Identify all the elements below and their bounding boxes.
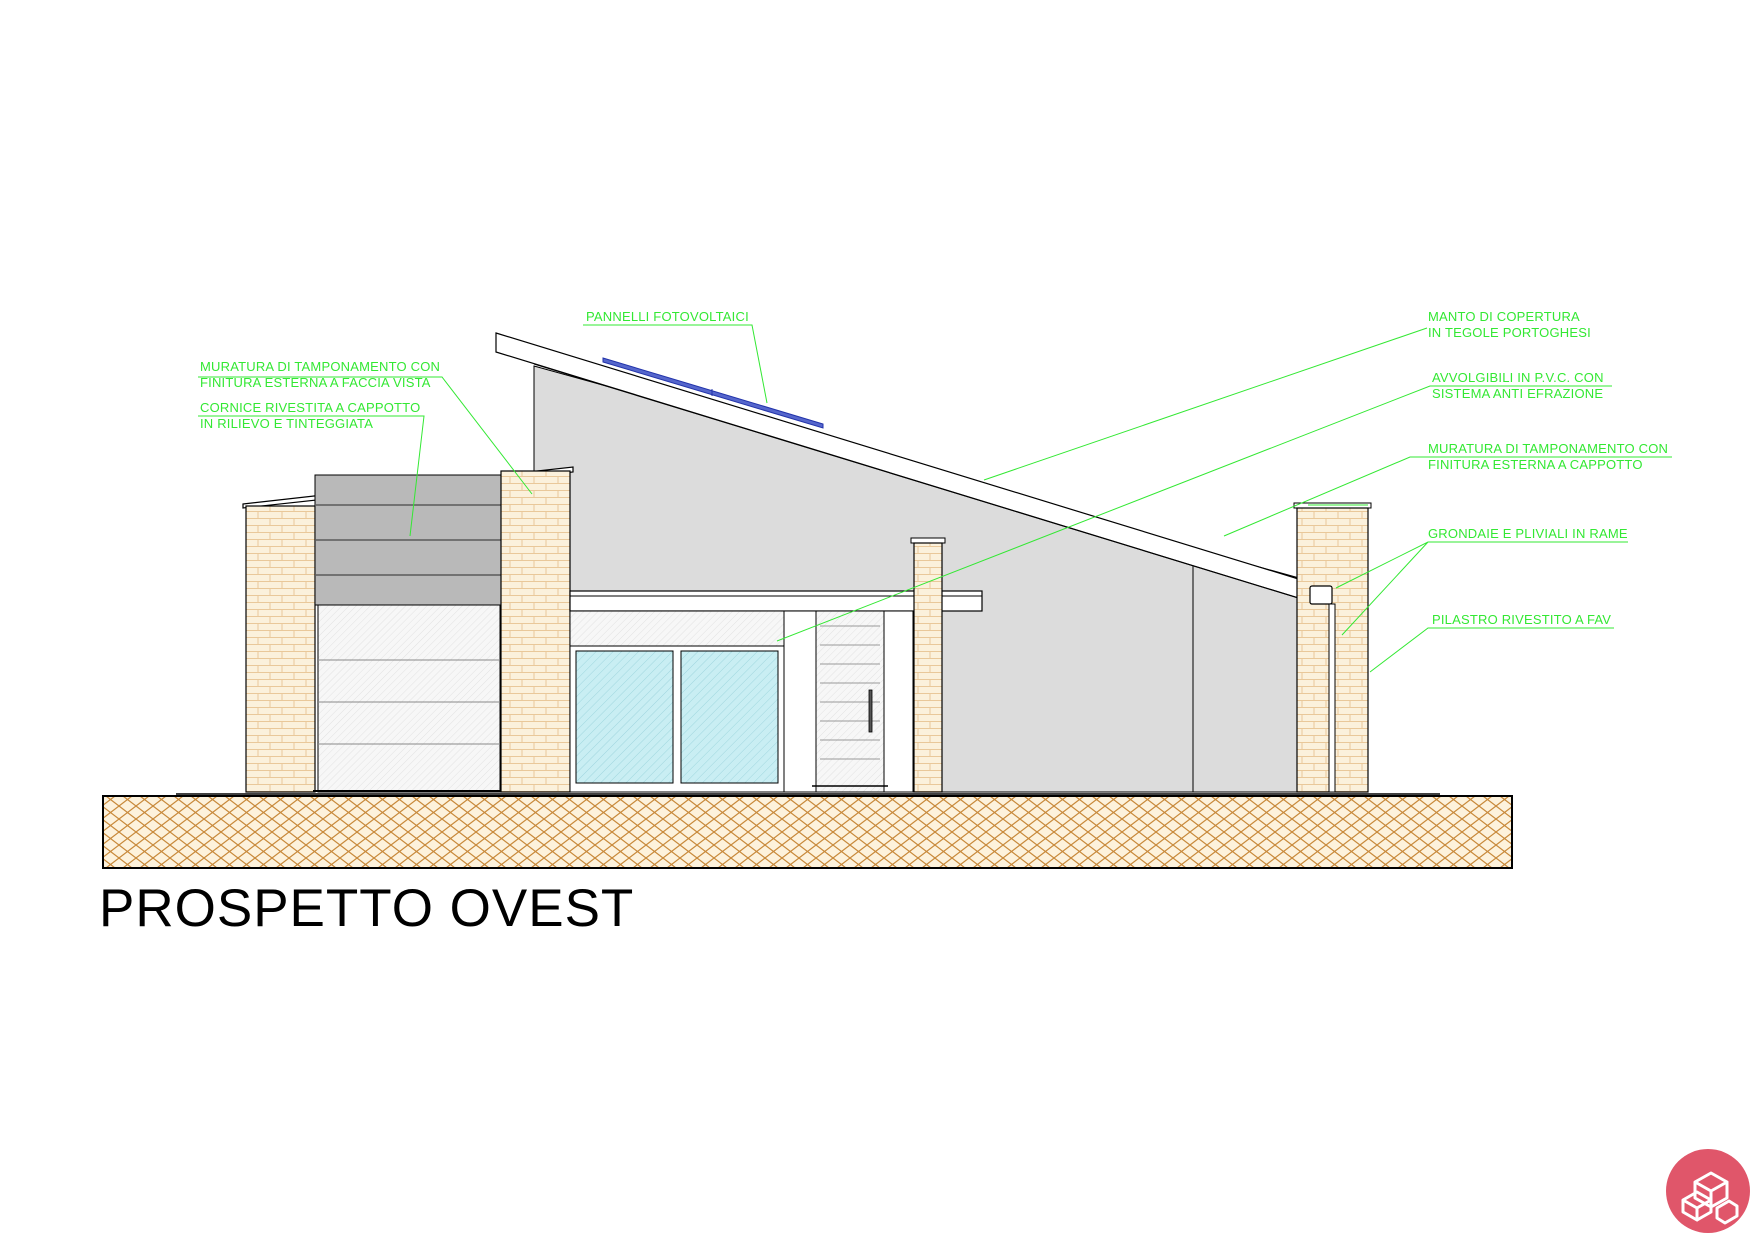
leader-cornice (198, 415, 425, 537)
door-handle (868, 689, 873, 733)
window-left-glass (575, 650, 674, 784)
leader-manto (983, 327, 1428, 481)
entrance-jamb (783, 610, 817, 793)
label-grondaie: GRONDAIE E PLIVIALI IN RAME (1428, 526, 1628, 541)
label-cornice-2: IN RILIEVO E TINTEGGIATA (200, 416, 373, 431)
roller-shutter-box (569, 610, 785, 647)
label-manto-2: IN TEGOLE PORTOGHESI (1428, 325, 1591, 340)
leader-muratura-fav (198, 376, 533, 495)
label-muratura-fav-1: MURATURA DI TAMPONAMENTO CON (200, 359, 440, 374)
downpipe (1328, 603, 1336, 793)
center-left-brick-pier (500, 470, 571, 793)
leader-pilastro (1369, 627, 1614, 673)
leader-pannelli (583, 324, 768, 404)
left-brick-pier (245, 505, 316, 793)
label-muratura-fav-2: FINITURA ESTERNA A FACCIA VISTA (200, 375, 431, 390)
pitched-roof-inner (533, 363, 1319, 605)
label-muratura-cap-2: FINITURA ESTERNA A CAPPOTTO (1428, 457, 1643, 472)
ground-soil (102, 795, 1513, 869)
label-pilastro: PILASTRO RIVESTITO A FAV (1432, 612, 1611, 627)
porch-brick-pillar (913, 542, 943, 793)
leader-avvolgibili (776, 385, 1612, 642)
drawing-title: PROSPETTO OVEST (99, 879, 635, 938)
leader-grondaie (1335, 541, 1628, 636)
label-muratura-cap-1: MURATURA DI TAMPONAMENTO CON (1428, 441, 1668, 456)
gutter (1309, 585, 1333, 605)
label-cornice-1: CORNICE RIVESTITA A CAPPOTTO (200, 400, 420, 415)
leader-muratura-cap (1223, 456, 1672, 537)
window-right-glass (680, 650, 779, 784)
label-avvolgibili-2: SISTEMA ANTI EFRAZIONE (1432, 386, 1603, 401)
label-avvolgibili-1: AVVOLGIBILI IN P.V.C. CON (1432, 370, 1604, 385)
label-manto-1: MANTO DI COPERTURA (1428, 309, 1580, 324)
garage-door (317, 604, 501, 793)
pv-panels (602, 357, 824, 429)
house-logo-icon (1666, 1149, 1750, 1233)
porch-pillar-cap (910, 537, 946, 544)
leader-lines (198, 324, 1672, 673)
label-pannelli: PANNELLI FOTOVOLTAICI (586, 309, 749, 324)
entrance-jamb-right (883, 610, 914, 793)
